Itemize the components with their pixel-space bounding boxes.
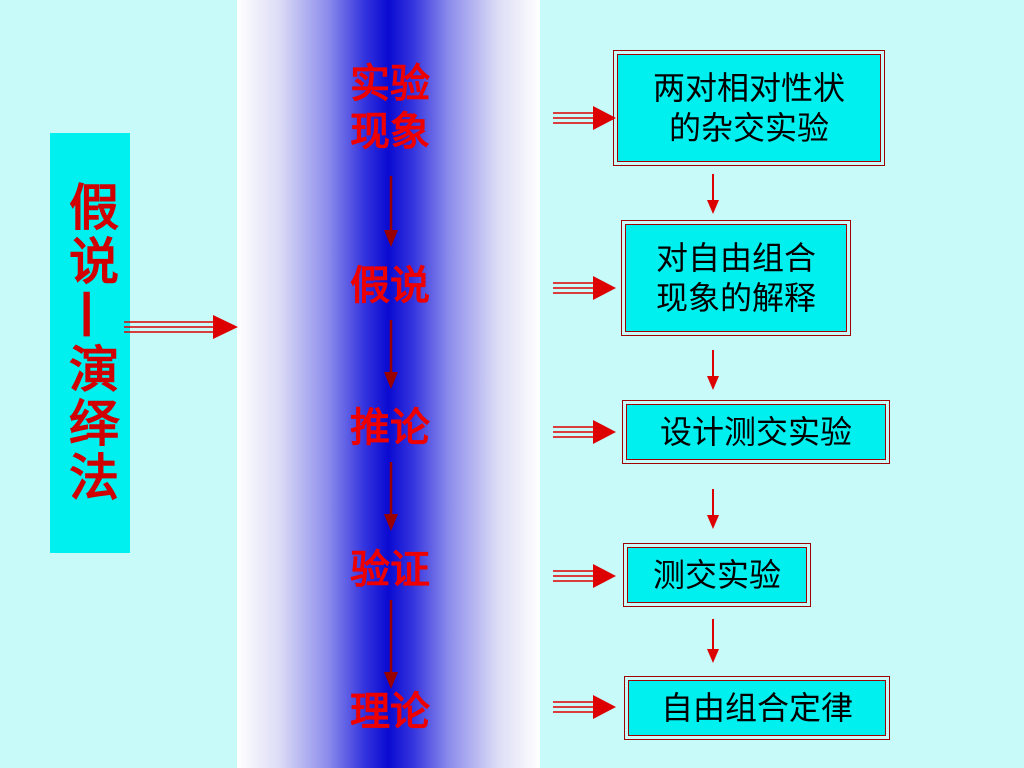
stage-phenomenon-line2: 现象 — [350, 109, 430, 155]
stage-theory: 理论 — [330, 688, 450, 736]
stage-deduction: 推论 — [330, 404, 450, 452]
gradient-band — [237, 0, 540, 768]
arrow-to-box-1 — [553, 106, 616, 130]
box-dihybrid-cross: 两对相对性状 的杂交实验 — [613, 50, 885, 166]
box-independent-assortment: 自由组合定律 — [624, 676, 890, 740]
box-testcross: 测交实验 — [623, 543, 811, 607]
box-testcross-design-label: 设计测交实验 — [659, 413, 852, 451]
arrow-stage-4-5 — [384, 600, 398, 689]
arrow-box-1-2 — [707, 174, 719, 214]
arrow-box-2-3 — [707, 350, 719, 390]
box-dihybrid-cross-line1: 两对相对性状 — [652, 69, 845, 107]
box-explanation-line1: 对自由组合 — [655, 239, 816, 277]
arrow-stage-3-4 — [384, 462, 398, 531]
arrow-box-3-4 — [707, 489, 719, 529]
arrow-to-box-4 — [553, 564, 616, 588]
stage-deduction-label: 推论 — [350, 405, 430, 451]
arrow-left-to-band — [124, 315, 238, 339]
stage-phenomenon: 实验 现象 — [330, 60, 450, 156]
stage-hypothesis-label: 假说 — [350, 263, 430, 309]
stage-verification: 验证 — [330, 546, 450, 594]
box-explanation-line2: 现象的解释 — [655, 279, 816, 317]
stage-theory-label: 理论 — [350, 689, 430, 735]
arrow-box-4-5 — [707, 619, 719, 663]
arrow-to-box-3 — [553, 420, 616, 444]
arrow-to-box-5 — [553, 695, 616, 719]
box-dihybrid-cross-line2: 的杂交实验 — [668, 109, 829, 147]
arrow-to-box-2 — [553, 276, 616, 300]
box-independent-assortment-label: 自由组合定律 — [660, 689, 853, 727]
box-testcross-label: 测交实验 — [652, 556, 781, 594]
arrow-stage-2-3 — [384, 320, 398, 389]
box-explanation: 对自由组合 现象的解释 — [621, 220, 851, 336]
box-testcross-design: 设计测交实验 — [622, 400, 890, 464]
stage-hypothesis: 假说 — [330, 262, 450, 310]
arrow-stage-1-2 — [384, 176, 398, 247]
method-label: 假说—演绎法 — [50, 133, 130, 553]
stage-phenomenon-line1: 实验 — [350, 61, 430, 107]
stage-verification-label: 验证 — [350, 547, 430, 593]
